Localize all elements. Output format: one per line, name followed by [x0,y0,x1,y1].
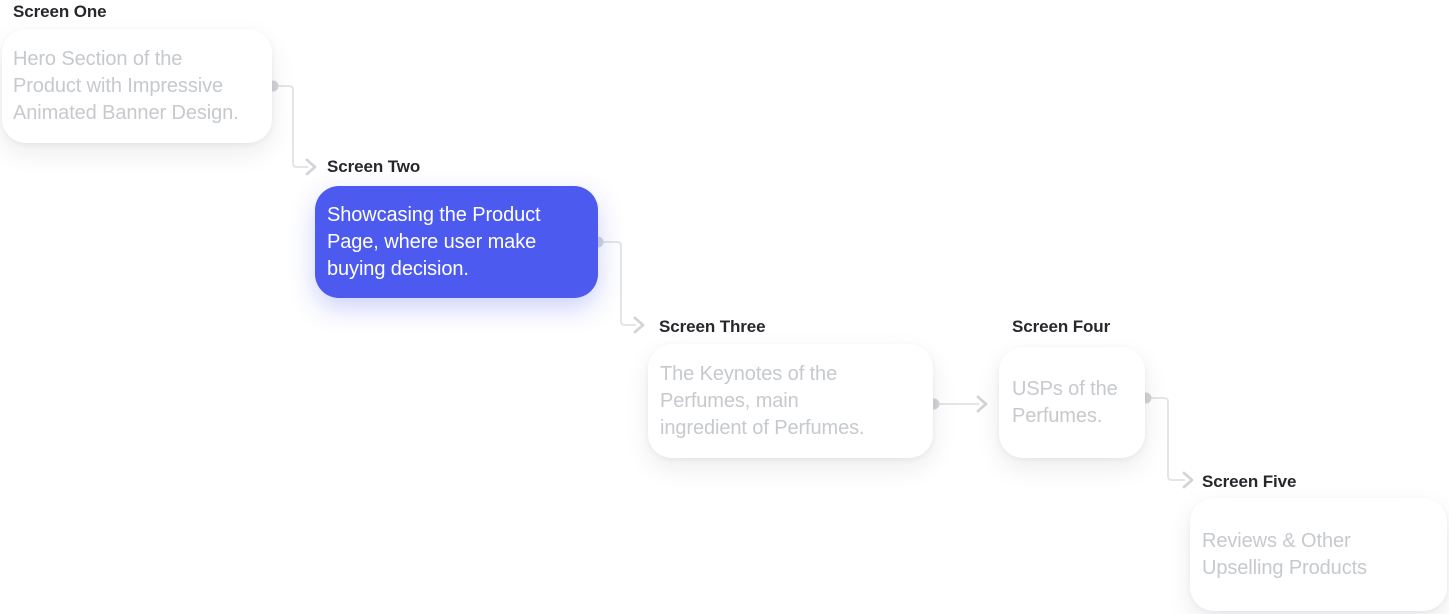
node-screen-five-label[interactable]: Screen Five [1202,472,1297,491]
connector-screen-four-to-screen-five [1140,392,1194,489]
node-screen-five-text: Reviews & Other Upselling Products [1202,529,1367,579]
connector-screen-two-to-screen-three [592,236,645,334]
connector-screen-three-to-screen-four [928,395,988,413]
arrow-right-icon [633,316,645,334]
connector-line [599,241,636,326]
node-screen-five-card[interactable]: Reviews & Other Upselling Products [1190,498,1447,611]
arrow-right-icon [1182,471,1194,489]
node-screen-two-label[interactable]: Screen Two [327,157,421,176]
node-screen-four-label[interactable]: Screen Four [1012,317,1111,336]
node-screen-one-label[interactable]: Screen One [13,2,107,21]
node-screen-three-card[interactable]: The Keynotes of the Perfumes, main ingre… [648,344,933,458]
arrow-right-icon [976,395,988,413]
node-screen-three-label[interactable]: Screen Three [659,317,766,336]
node-screen-one-card[interactable]: Hero Section of the Product with Impress… [2,29,272,143]
node-screen-four-card[interactable]: USPs of the Perfumes. [999,347,1145,458]
connector-line [274,85,308,168]
connector-line [1146,397,1185,481]
node-screen-three-text: The Keynotes of the Perfumes, main ingre… [660,362,865,439]
node-screen-four-text: USPs of the Perfumes. [1012,377,1118,427]
connector-screen-one-to-screen-two [267,80,317,176]
node-screen-two-text: Showcasing the Product Page, where user … [327,203,541,280]
arrow-right-icon [305,158,317,176]
node-screen-one-text: Hero Section of the Product with Impress… [13,47,239,124]
node-screen-two-card[interactable]: Showcasing the Product Page, where user … [315,186,598,298]
